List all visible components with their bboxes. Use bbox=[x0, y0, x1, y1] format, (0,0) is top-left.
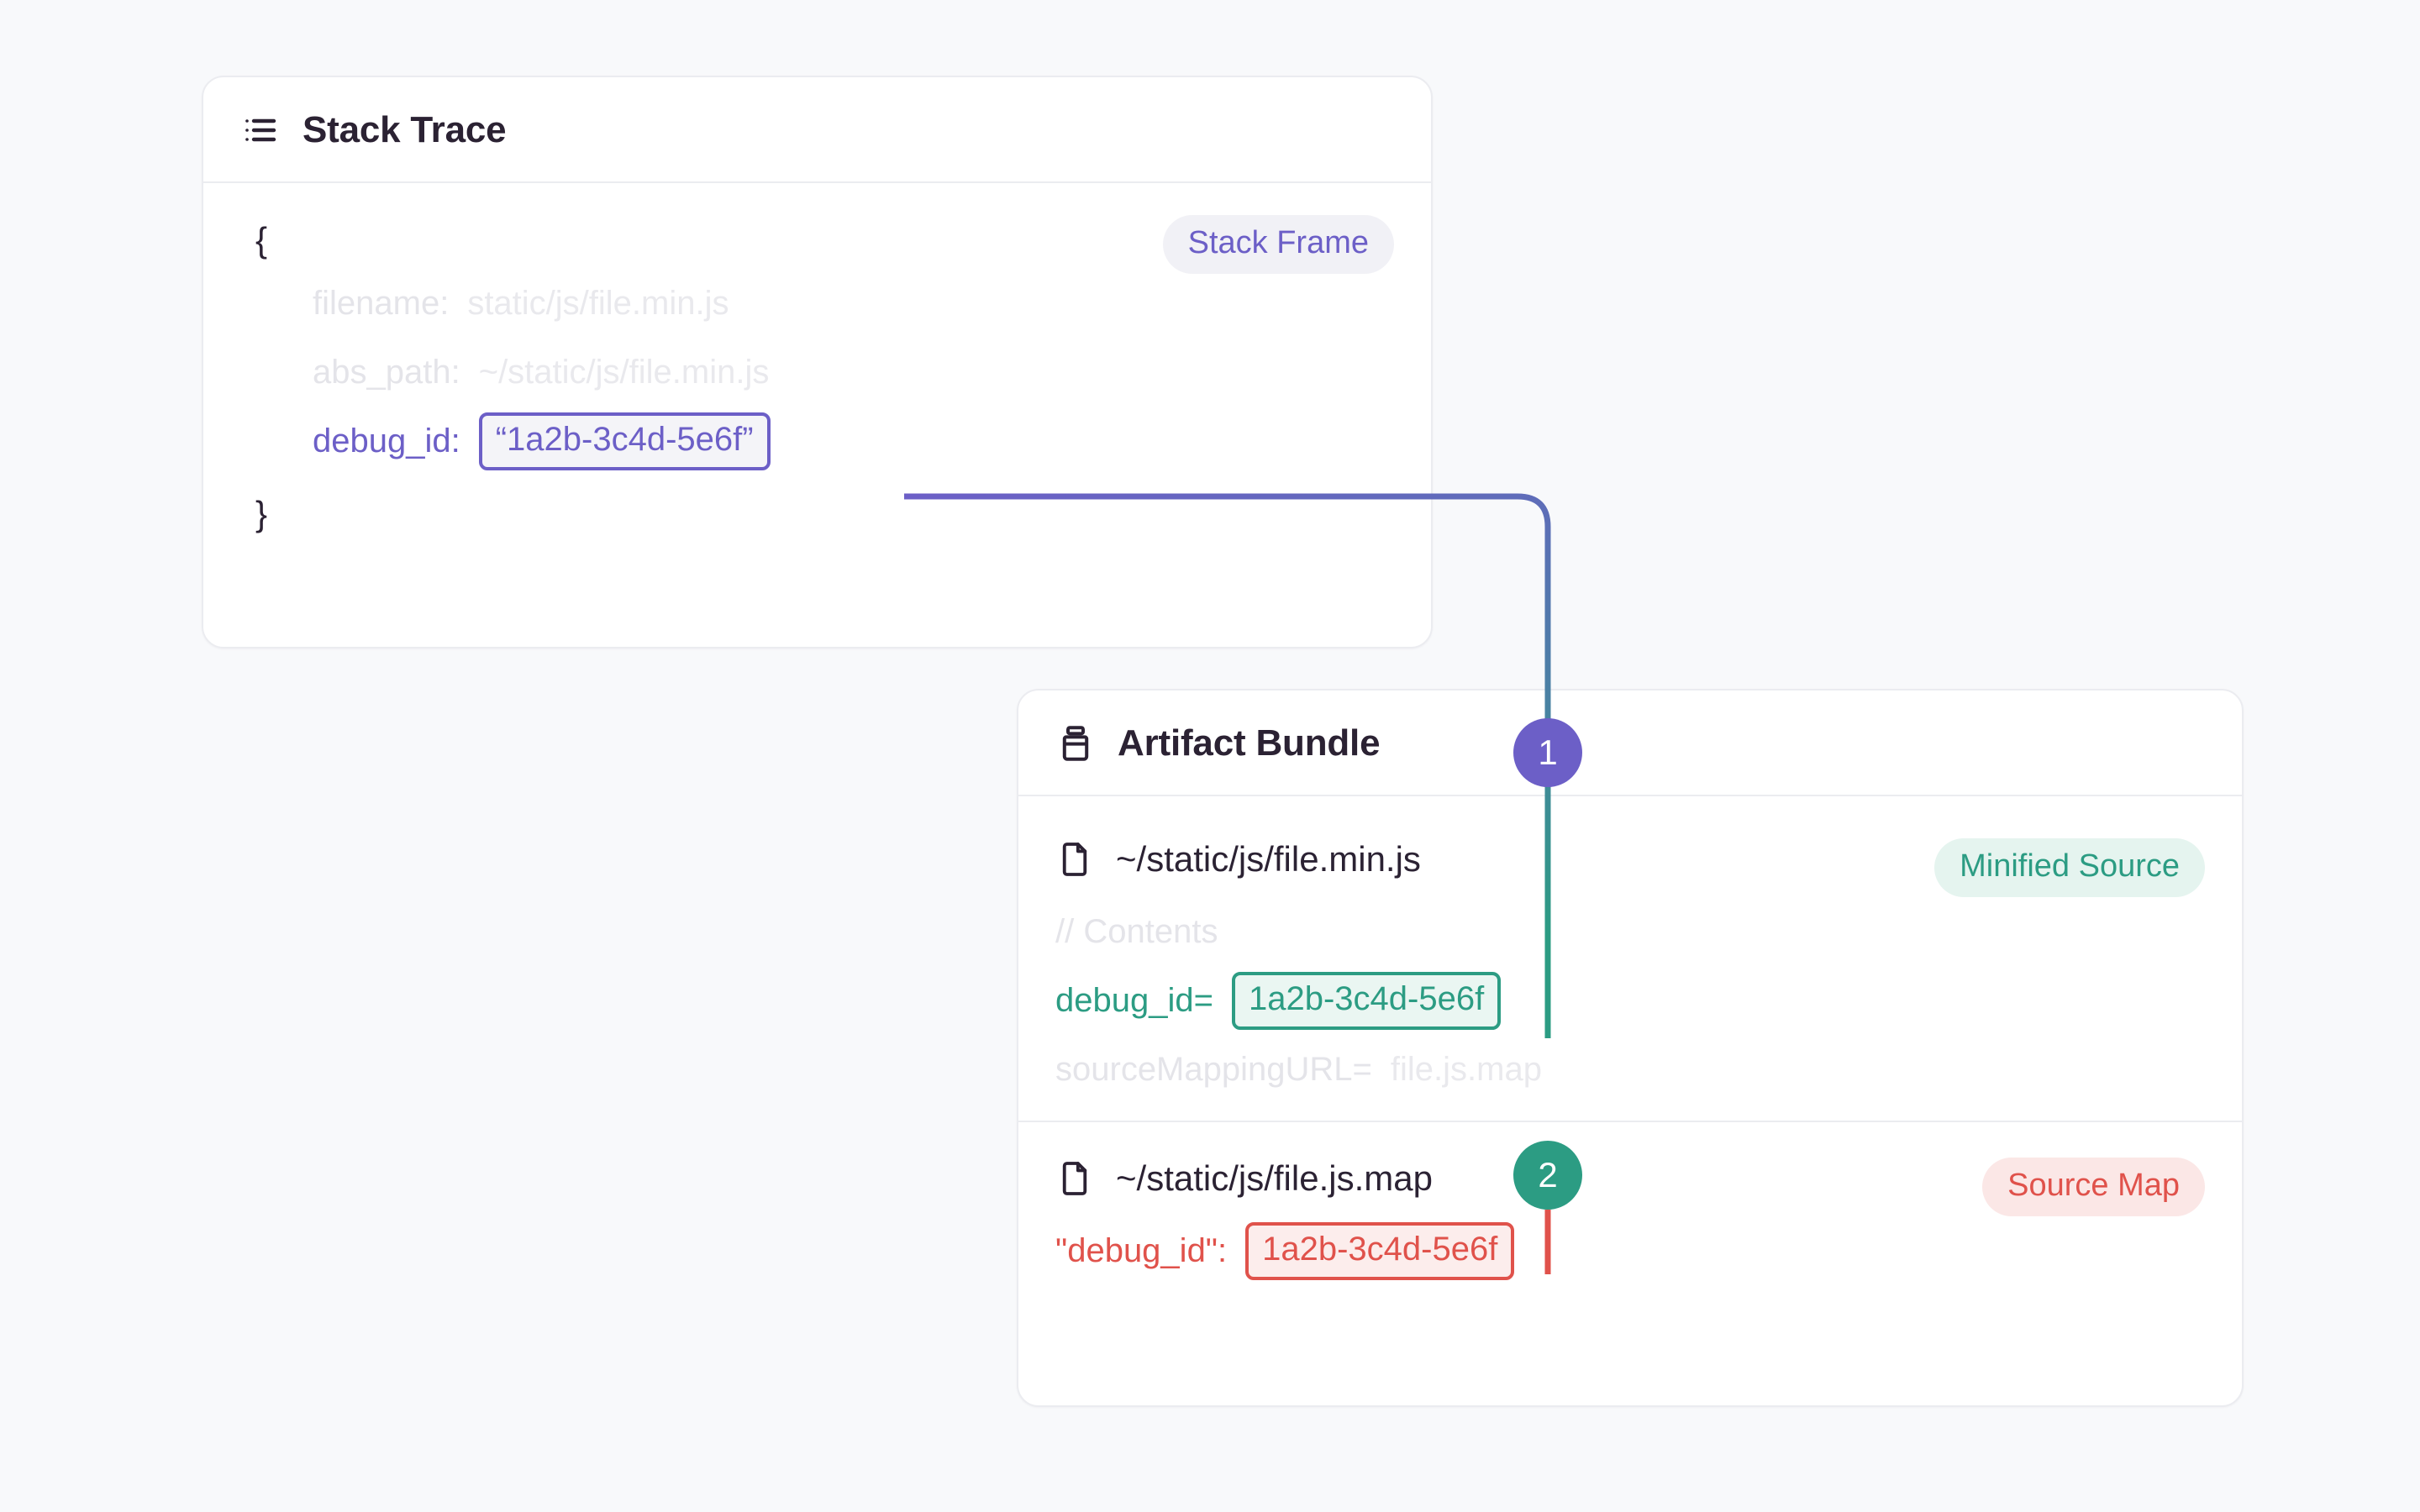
minified-source-badge: Minified Source bbox=[1934, 838, 2205, 897]
stack-row-abs-path: abs_path: ~/static/js/file.min.js bbox=[240, 338, 1394, 407]
stack-trace-title: Stack Trace bbox=[302, 109, 507, 150]
filename-key: filename: bbox=[313, 284, 450, 322]
stack-trace-header: Stack Trace bbox=[203, 77, 1431, 183]
source-mapping-url-key: sourceMappingURL= bbox=[1055, 1050, 1372, 1088]
sourcemap-debug-id-value[interactable]: 1a2b-3c4d-5e6f bbox=[1245, 1221, 1515, 1280]
source-mapping-url-line: sourceMappingURL= file.js.map bbox=[1055, 1035, 2205, 1104]
minified-comment: // Contents bbox=[1055, 912, 1218, 950]
file-icon bbox=[1055, 1159, 1094, 1198]
filename-value: static/js/file.min.js bbox=[467, 284, 729, 322]
minified-comment-line: // Contents bbox=[1055, 897, 2205, 966]
source-map-badge: Source Map bbox=[1982, 1158, 2205, 1216]
list-icon bbox=[240, 110, 281, 150]
sourcemap-file-name: ~/static/js/file.js.map bbox=[1116, 1158, 1433, 1198]
sourcemap-file-row[interactable]: ~/static/js/file.js.map bbox=[1055, 1141, 2205, 1216]
artifact-bundle-header: Artifact Bundle bbox=[1018, 690, 2242, 796]
stack-frame-badge: Stack Frame bbox=[1162, 215, 1394, 274]
minified-debug-id-key: debug_id= bbox=[1055, 981, 1213, 1019]
artifact-bundle-card: Artifact Bundle Minified Source ~/static… bbox=[1017, 689, 2244, 1407]
sourcemap-debug-id-line: "debug_id": 1a2b-3c4d-5e6f bbox=[1055, 1216, 2205, 1285]
sourcemap-debug-id-key: "debug_id": bbox=[1055, 1231, 1228, 1269]
jar-icon bbox=[1055, 723, 1096, 764]
close-brace: } bbox=[255, 494, 268, 533]
abs-path-key: abs_path: bbox=[313, 353, 460, 391]
source-mapping-url-value: file.js.map bbox=[1390, 1050, 1542, 1088]
stack-row-filename: filename: static/js/file.min.js bbox=[240, 269, 1394, 338]
abs-path-value: ~/static/js/file.min.js bbox=[478, 353, 770, 391]
debug-id-key: debug_id: bbox=[313, 422, 460, 459]
step-marker-1[interactable]: 1 bbox=[1513, 718, 1582, 787]
stack-trace-card: Stack Trace Stack Frame { filename: stat… bbox=[202, 76, 1433, 648]
stack-trace-debug-id-value[interactable]: “1a2b-3c4d-5e6f” bbox=[478, 412, 771, 470]
stack-row-debug-id: debug_id: “1a2b-3c4d-5e6f” bbox=[240, 407, 1394, 475]
minified-debug-id-line: debug_id= 1a2b-3c4d-5e6f bbox=[1055, 966, 2205, 1035]
minified-debug-id-value[interactable]: 1a2b-3c4d-5e6f bbox=[1231, 971, 1502, 1030]
file-icon bbox=[1055, 840, 1094, 879]
source-map-section: Source Map ~/static/js/file.js.map "debu… bbox=[1055, 1122, 2205, 1285]
stack-trace-body: Stack Frame { filename: static/js/file.m… bbox=[203, 183, 1431, 576]
step-marker-2[interactable]: 2 bbox=[1513, 1141, 1582, 1210]
open-brace: { bbox=[255, 220, 268, 260]
minified-source-section: Minified Source ~/static/js/file.min.js … bbox=[1055, 822, 2205, 1104]
minified-file-name: ~/static/js/file.min.js bbox=[1116, 839, 1421, 879]
section-divider bbox=[1018, 1121, 2242, 1122]
artifact-bundle-body: Minified Source ~/static/js/file.min.js … bbox=[1018, 796, 2242, 1319]
artifact-bundle-title: Artifact Bundle bbox=[1118, 722, 1381, 764]
